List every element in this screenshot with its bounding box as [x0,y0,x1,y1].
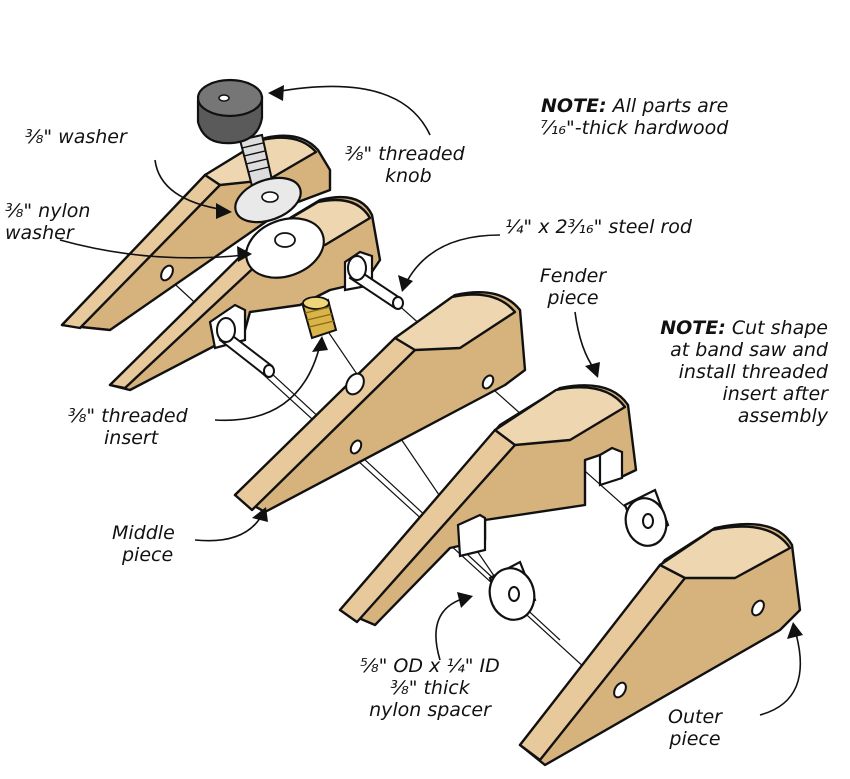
middle-piece-rod-hole [349,439,363,455]
back-piece-hole [160,264,174,282]
label-nylon-spacer-line3: nylon spacer [369,699,491,721]
steel-rods [216,255,404,378]
label-washer: ³⁄₈" washer [25,126,127,148]
middle-piece-rod-hole-2 [481,374,495,390]
nylon-spacer-right [623,488,670,547]
label-nylon-washer-line2: washer [5,222,74,244]
nylon-spacer-left [488,560,537,621]
arrowhead [268,85,284,101]
rod-end-right [347,255,367,281]
label-outer-piece-line1: Outer [668,706,722,728]
outer-piece-hole [613,681,627,699]
label-outer-piece: Outer piece [655,706,735,750]
label-fender-piece-line1: Fender [539,265,607,287]
label-middle-piece-line1: Middle [112,522,175,544]
leader-arrows [59,85,803,716]
label-nylon-washer: ³⁄₈" nylon washer [5,200,90,244]
washer [234,176,302,224]
label-nylon-spacer-line2: ³⁄₈" thick [390,677,470,699]
label-threaded-insert-line1: ³⁄₈" threaded [68,405,188,427]
threaded-insert [301,296,338,340]
note-materials-line2: ⁷⁄₁₆"-thick hardwood [540,117,729,139]
label-threaded-insert-line2: insert [104,427,159,449]
nylon-spacers [488,488,670,621]
note-cut-shape: NOTE: Cut shape at band saw and install … [620,317,828,427]
note-materials: NOTE: All parts are ⁷⁄₁₆"-thick hardwood [540,95,728,139]
label-outer-piece-line2: piece [669,728,721,750]
threaded-knob [196,78,274,188]
outer-piece-hole-2 [751,599,765,617]
fender-notch-left [456,513,487,558]
label-threaded-knob: ³⁄₈" threaded knob [345,143,465,187]
label-fender-piece: Fender piece [528,265,618,309]
note-cut-shape-line4: insert after [722,383,829,405]
label-fender-piece-line2: piece [547,287,599,309]
note-cut-shape-line3: install threaded [678,361,828,383]
label-nylon-spacer: ⁵⁄₈" OD x ¼" ID ³⁄₈" thick nylon spacer [340,655,520,721]
outer-piece [518,522,802,767]
middle-piece [233,291,527,514]
note-materials-line1: All parts are [606,95,729,117]
label-threaded-insert: ³⁄₈" threaded insert [68,405,188,449]
fender-piece [338,384,638,627]
nylon-washer [245,217,325,279]
label-middle-piece: Middle piece [112,522,175,566]
middle-piece-insert-hole [345,372,365,396]
note-cut-shape-bold: NOTE: [660,317,726,339]
note-cut-shape-line5: assembly [737,405,828,427]
rod-end-left [216,317,236,343]
label-nylon-spacer-line1: ⁵⁄₈" OD x ¼" ID [360,655,500,677]
fender-notch-right [598,446,624,487]
label-threaded-knob-line2: knob [385,165,432,187]
label-steel-rod: ¼" x 2³⁄₁₆" steel rod [505,216,692,238]
label-threaded-knob-line1: ³⁄₈" threaded [345,143,465,165]
label-nylon-washer-line1: ³⁄₈" nylon [5,200,91,222]
note-cut-shape-line2: at band saw and [670,339,828,361]
label-middle-piece-line2: piece [122,544,174,566]
note-materials-bold: NOTE: [541,95,607,117]
note-cut-shape-line1: Cut shape [725,317,828,339]
